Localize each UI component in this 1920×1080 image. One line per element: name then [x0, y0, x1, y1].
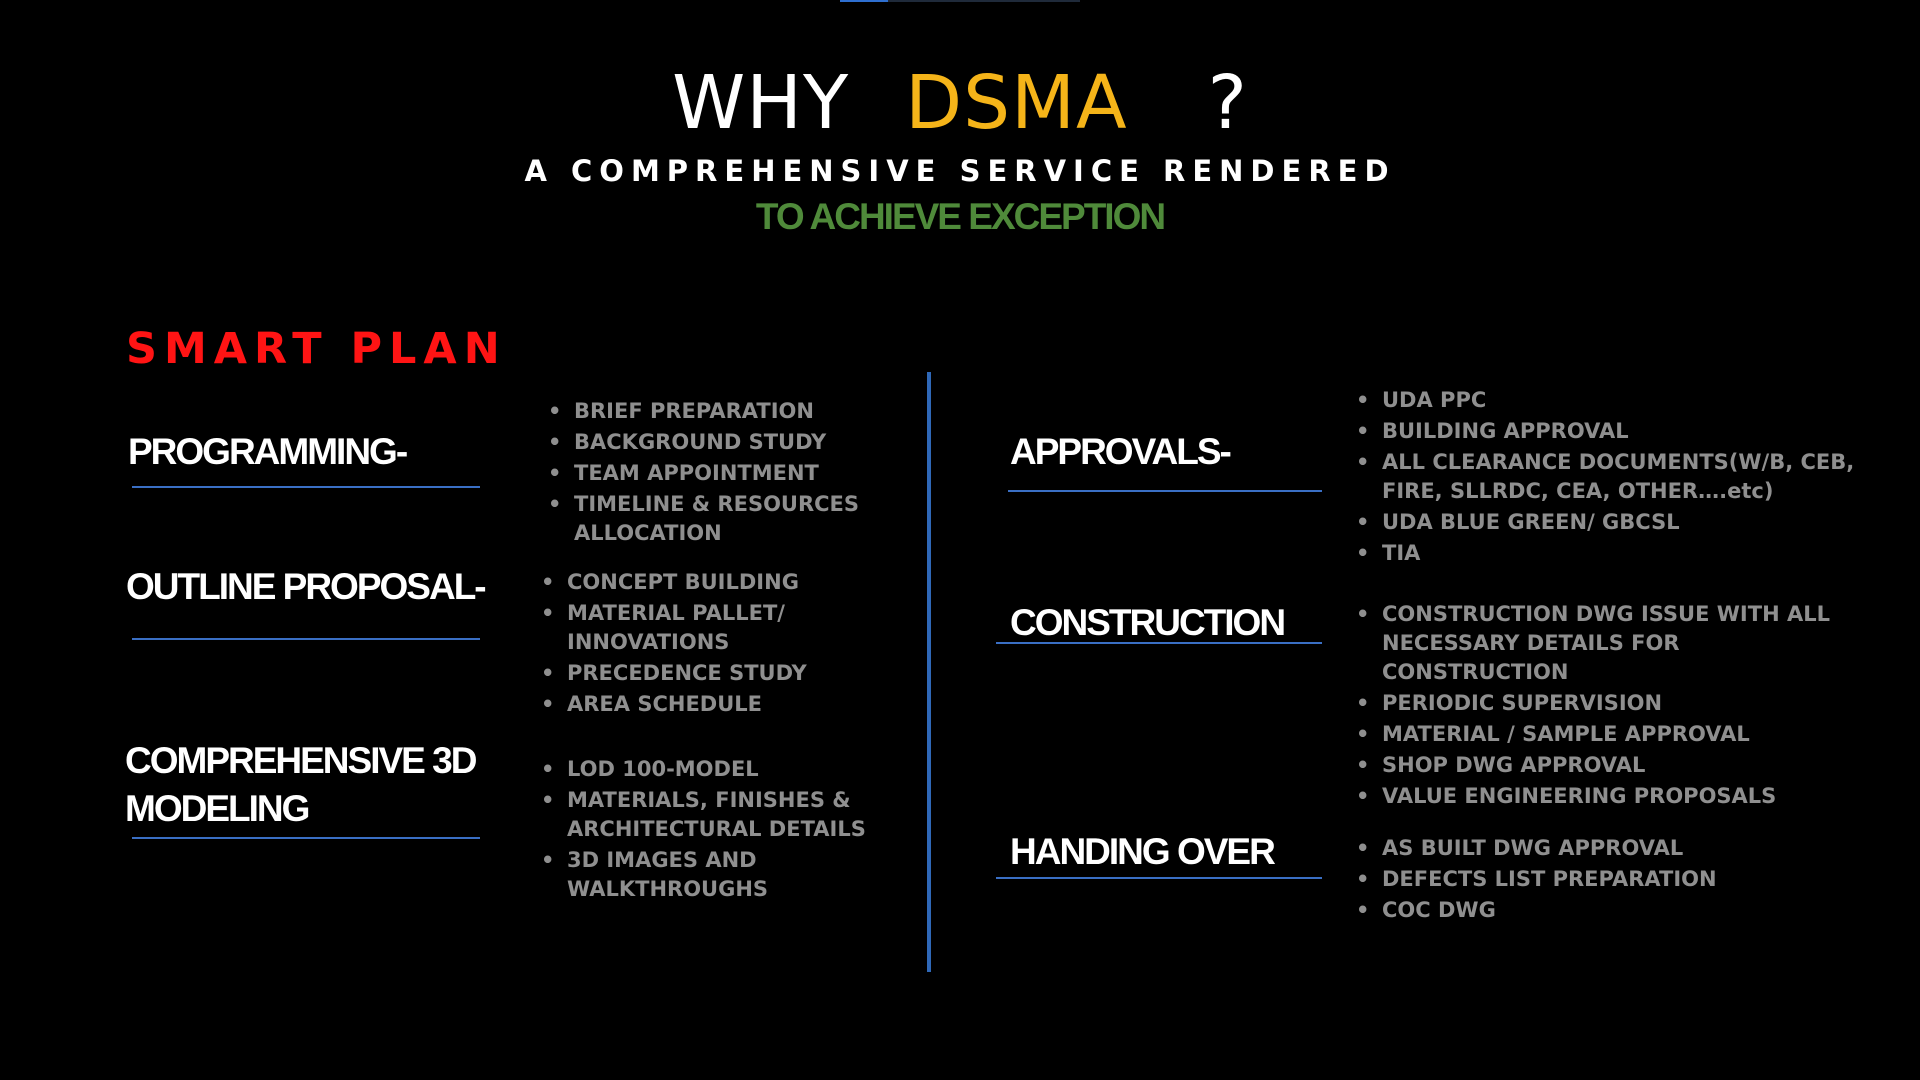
list-item: AREA SCHEDULE	[541, 690, 841, 719]
list-item: PERIODIC SUPERVISION	[1356, 689, 1866, 718]
list-item: VALUE ENGINEERING PROPOSALS	[1356, 782, 1866, 811]
list-item: 3D IMAGES AND WALKTHROUGHS	[541, 846, 881, 904]
list-item: LOD 100-MODEL	[541, 755, 881, 784]
underline-outline-proposal	[132, 638, 480, 640]
list-item: PRECEDENCE STUDY	[541, 659, 841, 688]
heading-outline-proposal: OUTLINE PROPOSAL-	[126, 566, 487, 607]
list-item: DEFECTS LIST PREPARATION	[1356, 865, 1856, 894]
list-outline-proposal: CONCEPT BUILDING MATERIAL PALLET/ INNOVA…	[541, 568, 841, 721]
underline-approvals	[1008, 490, 1322, 492]
list-item: BUILDING APPROVAL	[1356, 417, 1856, 446]
list-item: CONSTRUCTION DWG ISSUE WITH ALL NECESSAR…	[1356, 600, 1866, 687]
list-item: UDA BLUE GREEN/ GBCSL	[1356, 508, 1856, 537]
list-item: MATERIAL / SAMPLE APPROVAL	[1356, 720, 1866, 749]
underline-construction	[996, 642, 1322, 644]
list-item: UDA PPC	[1356, 386, 1856, 415]
title-question-mark: ?	[1207, 60, 1248, 146]
heading-programming: PROGRAMMING-	[128, 431, 408, 472]
list-item: SHOP DWG APPROVAL	[1356, 751, 1866, 780]
list-item: CONCEPT BUILDING	[541, 568, 841, 597]
list-item: BACKGROUND STUDY	[548, 428, 878, 457]
list-item: TIA	[1356, 539, 1856, 568]
page-tagline: TO ACHIEVE EXCEPTION	[755, 196, 1166, 237]
heading-construction: CONSTRUCTION	[1010, 602, 1286, 643]
heading-handing-over: HANDING OVER	[1010, 831, 1276, 872]
list-programming: BRIEF PREPARATION BACKGROUND STUDY TEAM …	[548, 397, 878, 550]
list-item: ALL CLEARANCE DOCUMENTS(W/B, CEB, FIRE, …	[1356, 448, 1856, 506]
page-subtitle: A COMPREHENSIVE SERVICE RENDERED	[524, 154, 1396, 188]
underline-3d-modeling	[132, 837, 480, 839]
underline-handing-over	[996, 877, 1322, 879]
list-approvals: UDA PPC BUILDING APPROVAL ALL CLEARANCE …	[1356, 386, 1856, 570]
top-accent-bar	[840, 0, 1080, 2]
list-handing-over: AS BUILT DWG APPROVAL DEFECTS LIST PREPA…	[1356, 834, 1856, 927]
list-item: TEAM APPOINTMENT	[548, 459, 878, 488]
page-title: WHY DSMA?	[0, 58, 1920, 148]
list-item: BRIEF PREPARATION	[548, 397, 878, 426]
list-construction: CONSTRUCTION DWG ISSUE WITH ALL NECESSAR…	[1356, 600, 1866, 813]
list-item: MATERIALS, FINISHES & ARCHITECTURAL DETA…	[541, 786, 881, 844]
heading-approvals: APPROVALS-	[1010, 431, 1232, 472]
title-brand: DSMA	[905, 60, 1128, 146]
list-3d-modeling: LOD 100-MODEL MATERIALS, FINISHES & ARCH…	[541, 755, 881, 906]
list-item: MATERIAL PALLET/ INNOVATIONS	[541, 599, 841, 657]
underline-programming	[132, 486, 480, 488]
heading-3d-modeling-line2: MODELING	[125, 788, 310, 829]
section-title: SMART PLAN	[126, 324, 507, 374]
heading-3d-modeling: COMPREHENSIVE 3D MODELING	[125, 737, 477, 833]
heading-3d-modeling-line1: COMPREHENSIVE 3D	[125, 740, 477, 781]
list-item: COC DWG	[1356, 896, 1856, 925]
title-why: WHY	[672, 60, 850, 146]
column-divider	[927, 372, 931, 972]
list-item: AS BUILT DWG APPROVAL	[1356, 834, 1856, 863]
list-item: TIMELINE & RESOURCES ALLOCATION	[548, 490, 878, 548]
